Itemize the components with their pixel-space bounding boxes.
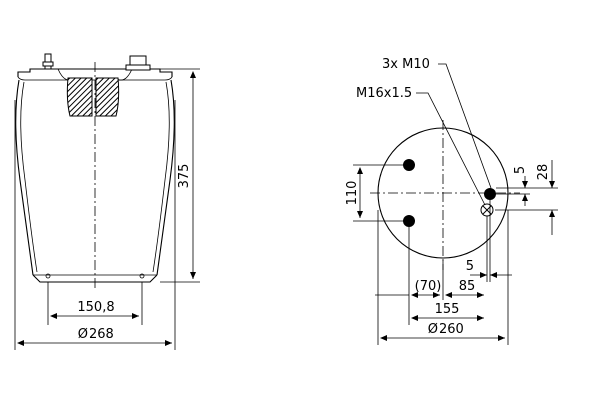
bolt-hole-2 (403, 215, 415, 227)
top-view: 3x M10 M16x1.5 110 5 28 (345, 57, 558, 345)
side-view: 375 150,8 Ø 268 (14, 53, 200, 350)
air-fitting (125, 55, 151, 71)
dim-base-width-label: 150,8 (77, 300, 114, 315)
callout-bolts-label: 3x M10 (382, 57, 430, 72)
dim-height: 375 (160, 68, 200, 283)
dim-5-28: 5 28 (495, 160, 558, 235)
dim-155: 155 (411, 302, 484, 321)
air-port (480, 203, 494, 217)
dim-height-label: 375 (177, 164, 192, 189)
bolt-hole-1 (403, 159, 415, 171)
dim-diameter-label: 260 (439, 322, 464, 337)
dim-base-width: 150,8 (47, 282, 143, 325)
callout-air-label: M16x1.5 (356, 86, 412, 101)
dim-85-label: 85 (459, 279, 476, 294)
dim-outer-diameter-label: 268 (89, 327, 114, 342)
bolt-hole-3 (484, 188, 496, 200)
dim-155-label: 155 (435, 302, 460, 317)
dim-5-bottom-label: 5 (466, 259, 474, 274)
dim-5-top-label: 5 (513, 166, 528, 174)
diameter-symbol-top: Ø (428, 322, 438, 337)
dim-110: 110 (345, 164, 403, 222)
callout-air: M16x1.5 (356, 86, 486, 206)
dim-28-label: 28 (536, 164, 551, 181)
dim-70-label: (70) (415, 279, 442, 294)
dim-diameter-260: Ø 260 (377, 210, 509, 345)
dim-110-label: 110 (345, 181, 360, 206)
bellows-outline (15, 79, 175, 276)
callout-bolts: 3x M10 (382, 57, 492, 189)
dim-70-85: (70) 85 (375, 227, 484, 325)
left-stud (42, 53, 54, 70)
dim-outer-diameter: Ø 268 (14, 100, 176, 350)
bumper-section (66, 77, 93, 117)
diameter-symbol: Ø (78, 327, 88, 342)
